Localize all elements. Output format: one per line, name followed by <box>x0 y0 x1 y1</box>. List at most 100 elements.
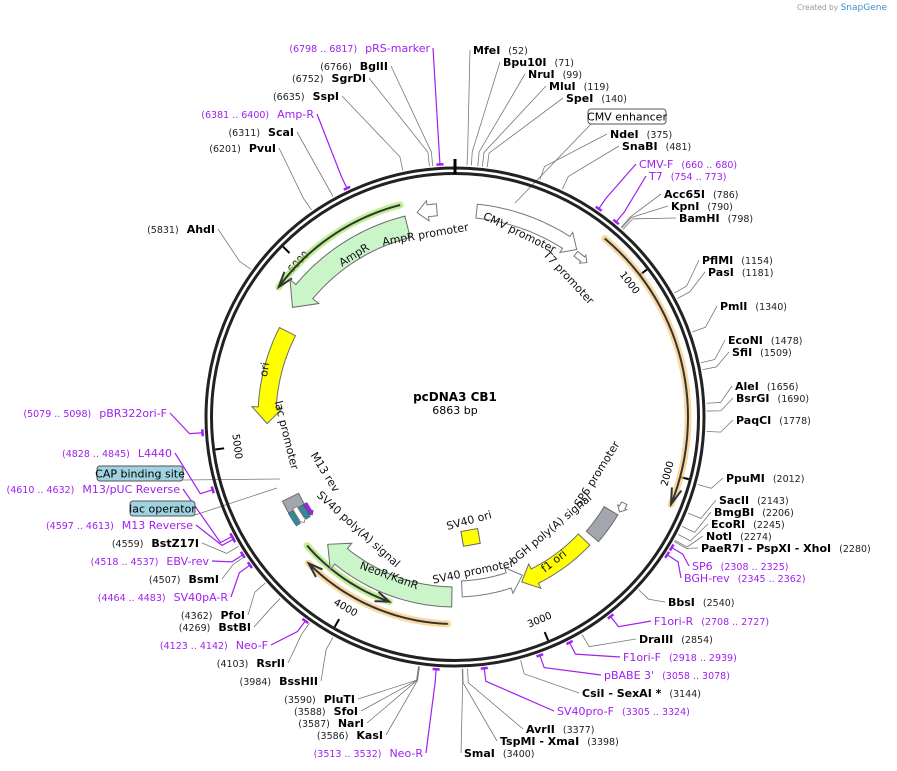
feature-cap-binding-site[interactable] <box>287 510 301 527</box>
enzyme-label-kasi[interactable]: (3586)KasI <box>317 729 383 742</box>
enzyme-label-noti[interactable]: NotI(2274) <box>706 530 772 543</box>
feature-ori[interactable] <box>250 326 297 425</box>
feature-ampr-promoter[interactable] <box>416 199 438 222</box>
enzyme-label-sfii[interactable]: SfiI(1509) <box>732 346 792 359</box>
primer-label-m13-puc-reverse[interactable]: (4610 .. 4632)M13/pUC Reverse <box>7 483 181 496</box>
enzyme-label-pluti[interactable]: (3590)PluTI <box>284 693 355 706</box>
primer-label-m13-reverse[interactable]: (4597 .. 4613)M13 Reverse <box>46 519 193 532</box>
enzyme-label-kpni[interactable]: KpnI(790) <box>671 200 733 213</box>
feature-cmv-promoter[interactable] <box>475 203 578 254</box>
feature-box[interactable] <box>96 465 184 482</box>
site-name: SspI <box>313 90 339 103</box>
enzyme-label-draiii[interactable]: DraIII(2854) <box>639 633 713 646</box>
site-name: SpeI <box>566 92 593 105</box>
enzyme-label-bglii[interactable]: (6766)BglII <box>320 60 388 73</box>
site-name: BsmI <box>189 573 220 586</box>
enzyme-label-bpu10i[interactable]: Bpu10I(71) <box>503 56 574 69</box>
enzyme-label-acc65i[interactable]: Acc65I(786) <box>664 188 739 201</box>
snapgene-credit: Created by SnapGene <box>796 3 887 13</box>
site-name: Amp-R <box>277 108 314 121</box>
primer-label-neo-r[interactable]: (3513 .. 3532)Neo-R <box>314 747 424 760</box>
label-leader-line <box>482 85 547 167</box>
primer-label-sv40pro-f[interactable]: SV40pro-F(3305 .. 3324) <box>557 705 690 718</box>
primer-label-sv40pa-r[interactable]: (4464 .. 4483)SV40pA-R <box>98 591 229 604</box>
enzyme-label-csii-sexai-[interactable]: CsiI - SexAI *(3144) <box>582 687 701 700</box>
feature-lac-operator[interactable] <box>298 504 311 520</box>
enzyme-label-bsrgi[interactable]: BsrGI(1690) <box>736 392 809 405</box>
enzyme-label-nrui[interactable]: NruI(99) <box>528 68 582 81</box>
site-position: (5831) <box>147 225 179 236</box>
enzyme-label-paqci[interactable]: PaqCI(1778) <box>736 414 811 427</box>
enzyme-label-tspmi-xmai[interactable]: TspMI - XmaI(3398) <box>500 735 619 748</box>
site-position: (4507) <box>149 575 181 586</box>
enzyme-label-ecori[interactable]: EcoRI(2245) <box>711 518 785 531</box>
primer-label-cmv-f[interactable]: CMV-F(660 .. 680) <box>639 158 737 171</box>
primer-label-neo-f[interactable]: (4123 .. 4142)Neo-F <box>160 639 268 652</box>
enzyme-label-spei[interactable]: SpeI(140) <box>566 92 627 105</box>
feature-neor-kanr[interactable] <box>327 542 453 608</box>
primer-label-ebv-rev[interactable]: (4518 .. 4537)EBV-rev <box>91 555 210 568</box>
enzyme-label-pflmi[interactable]: PflMI(1154) <box>702 254 773 267</box>
feature-t7-promoter[interactable] <box>573 250 588 264</box>
primer-label-amp-r[interactable]: (6381 .. 6400)Amp-R <box>201 108 314 121</box>
tick-label: 2000 <box>659 460 676 487</box>
enzyme-label-sacii[interactable]: SacII(2143) <box>719 494 789 507</box>
label-leader-line <box>483 667 555 712</box>
enzyme-label-ahdi[interactable]: (5831)AhdI <box>147 223 215 236</box>
enzyme-label-rsrii[interactable]: (4103)RsrII <box>217 657 285 670</box>
primer-label-bgh-rev[interactable]: BGH-rev(2345 .. 2362) <box>684 572 806 585</box>
enzyme-label-avrii[interactable]: AvrII(3377) <box>526 723 595 736</box>
feature-m13-rev[interactable] <box>302 502 314 516</box>
enzyme-label-sfoi[interactable]: (3588)SfoI <box>294 705 358 718</box>
enzyme-label-pmli[interactable]: PmlI(1340) <box>720 300 787 313</box>
enzyme-label-econi[interactable]: EcoNI(1478) <box>728 334 802 347</box>
enzyme-label-bstbi[interactable]: (4269)BstBI <box>179 621 251 634</box>
primer-label-f1ori-f[interactable]: F1ori-F(2918 .. 2939) <box>623 651 737 664</box>
orf-neor-region[interactable] <box>307 562 448 625</box>
site-name: BsrGI <box>736 392 769 405</box>
enzyme-label-pfoi[interactable]: (4362)PfoI <box>181 609 245 622</box>
feature-sv40-promoter[interactable] <box>461 566 523 598</box>
site-position: (6311) <box>228 128 260 139</box>
enzyme-label-snabi[interactable]: SnaBI(481) <box>622 140 691 153</box>
enzyme-label-paer7i-pspxi-xhoi[interactable]: PaeR7I - PspXI - XhoI(2280) <box>701 542 871 555</box>
orf-neor[interactable] <box>306 544 390 603</box>
feature-f1-ori[interactable] <box>521 533 591 590</box>
feature-sv40-ori[interactable] <box>460 527 481 547</box>
orf-cmv-region[interactable] <box>604 237 689 505</box>
enzyme-label-bmgbi[interactable]: BmgBI(2206) <box>714 506 794 519</box>
enzyme-label-pvui[interactable]: (6201)PvuI <box>209 142 276 155</box>
primer-label-sp6[interactable]: SP6(2308 .. 2325) <box>692 560 788 573</box>
enzyme-label-smai[interactable]: SmaI(3400) <box>464 747 535 760</box>
enzyme-label-ndei[interactable]: NdeI(375) <box>610 128 672 141</box>
feature-bgh-poly-a-signal[interactable] <box>585 505 619 543</box>
primer-label-f1ori-r[interactable]: F1ori-R(2708 .. 2727) <box>654 615 769 628</box>
enzyme-label-ppumi[interactable]: PpuMI(2012) <box>726 472 804 485</box>
enzyme-label-mlui[interactable]: MluI(119) <box>549 80 609 93</box>
feature-box[interactable] <box>129 500 196 517</box>
enzyme-label-alei[interactable]: AleI(1656) <box>735 380 798 393</box>
primer-label-pbabe-3-[interactable]: pBABE 3'(3058 .. 3078) <box>604 669 730 682</box>
primer-label-t7[interactable]: T7(754 .. 773) <box>648 170 726 183</box>
enzyme-label-nari[interactable]: (3587)NarI <box>298 717 364 730</box>
primer-label-prs-marker[interactable]: (6798 .. 6817)pRS-marker <box>289 42 430 55</box>
primer-label-pbr322ori-f[interactable]: (5079 .. 5098)pBR322ori-F <box>23 407 167 420</box>
feature-lac-promoter[interactable] <box>292 505 306 523</box>
enzyme-label-mfei[interactable]: MfeI(52) <box>473 44 528 57</box>
enzyme-label-bsmi[interactable]: (4507) BsmI <box>149 573 219 586</box>
enzyme-label-pasi[interactable]: PasI(1181) <box>708 266 773 279</box>
enzyme-label-sspi[interactable]: (6635)SspI <box>273 90 339 103</box>
feature-ampr[interactable] <box>289 215 411 308</box>
enzyme-label-bamhi[interactable]: BamHI(798) <box>679 212 753 225</box>
enzyme-label-sgrdi[interactable]: (6752)SgrDI <box>292 72 366 85</box>
enzyme-label-scai[interactable]: (6311)ScaI <box>228 126 294 139</box>
feature-box[interactable] <box>587 108 667 125</box>
orf-ampr[interactable] <box>277 204 401 288</box>
feature-sp6-promoter[interactable] <box>616 501 628 513</box>
primer-label-l4440[interactable]: (4828 .. 4845)L4440 <box>62 447 172 460</box>
tick-label: 5000 <box>229 433 243 460</box>
enzyme-label-bsshii[interactable]: (3984)BssHII <box>240 675 318 688</box>
enzyme-label-bbsi[interactable]: BbsI(2540) <box>668 596 735 609</box>
label-leader-line <box>169 412 204 435</box>
enzyme-label-bstz17i[interactable]: (4559)BstZ17I <box>112 537 199 550</box>
